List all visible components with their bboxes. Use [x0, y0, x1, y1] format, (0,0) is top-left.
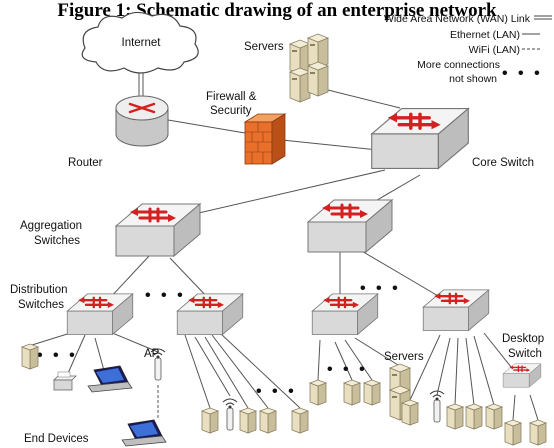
ellipsis-devices-2: • • •	[256, 383, 297, 400]
connections	[31, 60, 539, 421]
distribution-switch-4	[422, 288, 490, 332]
end-devices-label: End Devices	[24, 433, 89, 445]
legend: Wide Area Network (WAN) Link Ethernet (L…	[384, 13, 552, 85]
end-devices-group-2	[201, 398, 309, 434]
ap-label: AP	[144, 348, 160, 360]
distribution-label-line2: Switches	[18, 299, 64, 311]
distribution-switch-3	[311, 292, 379, 336]
wireless-ap-icon	[429, 390, 445, 423]
aggregation-label-line1: Aggregation	[20, 220, 82, 232]
aggregation-label-line2: Switches	[34, 235, 80, 247]
firewall-label-line1: Firewall &	[206, 91, 257, 103]
laptop-icon	[87, 365, 133, 393]
servers-bottom-label: Servers	[384, 351, 424, 363]
legend-ethernet-label: Ethernet (LAN)	[450, 29, 520, 41]
router-label: Router	[68, 157, 103, 169]
core-switch: Core Switch	[369, 106, 534, 171]
distribution-label-line1: Distribution	[10, 284, 68, 296]
wireless-laptop-icon	[121, 419, 167, 447]
ellipsis-aggregation-right: • • •	[360, 280, 401, 297]
legend-wifi-label: WiFi (LAN)	[469, 44, 520, 56]
ellipsis-aggregation-left: • • •	[145, 287, 186, 304]
end-devices-group-1: AP End Devices	[21, 343, 167, 447]
legend-wan-line	[534, 15, 552, 20]
legend-more-line1: More connections	[417, 59, 500, 71]
router: Router	[68, 95, 169, 169]
core-switch-label: Core Switch	[472, 157, 534, 169]
desktop-switch-label-line2: Switch	[508, 348, 542, 360]
ellipsis-devices-1: • • •	[37, 347, 78, 364]
ellipsis-servers: • • •	[327, 361, 368, 378]
servers-top: Servers	[244, 33, 329, 103]
legend-more-line2: not shown	[449, 73, 497, 85]
desktop-switch-label-line1: Desktop	[502, 333, 544, 345]
distribution-switch-2	[176, 292, 244, 336]
desktop-switch: Desktop Switch	[502, 333, 547, 446]
end-devices-group-4	[401, 390, 503, 430]
wireless-ap-icon	[222, 398, 238, 431]
internet-label: Internet	[122, 37, 162, 49]
firewall: Firewall & Security	[206, 91, 287, 165]
servers-bottom: Servers	[309, 351, 424, 421]
printer-icon	[53, 371, 77, 391]
internet-cloud: Internet	[81, 11, 199, 74]
aggregation-switch-left	[114, 202, 202, 258]
servers-top-label: Servers	[244, 41, 284, 53]
aggregation-switch-right	[306, 198, 394, 254]
distribution-switch-1	[66, 292, 134, 336]
firewall-label-line2: Security	[210, 105, 252, 117]
legend-more-dots: • • •	[502, 65, 543, 82]
legend-wan-label: Wide Area Network (WAN) Link	[384, 13, 531, 25]
